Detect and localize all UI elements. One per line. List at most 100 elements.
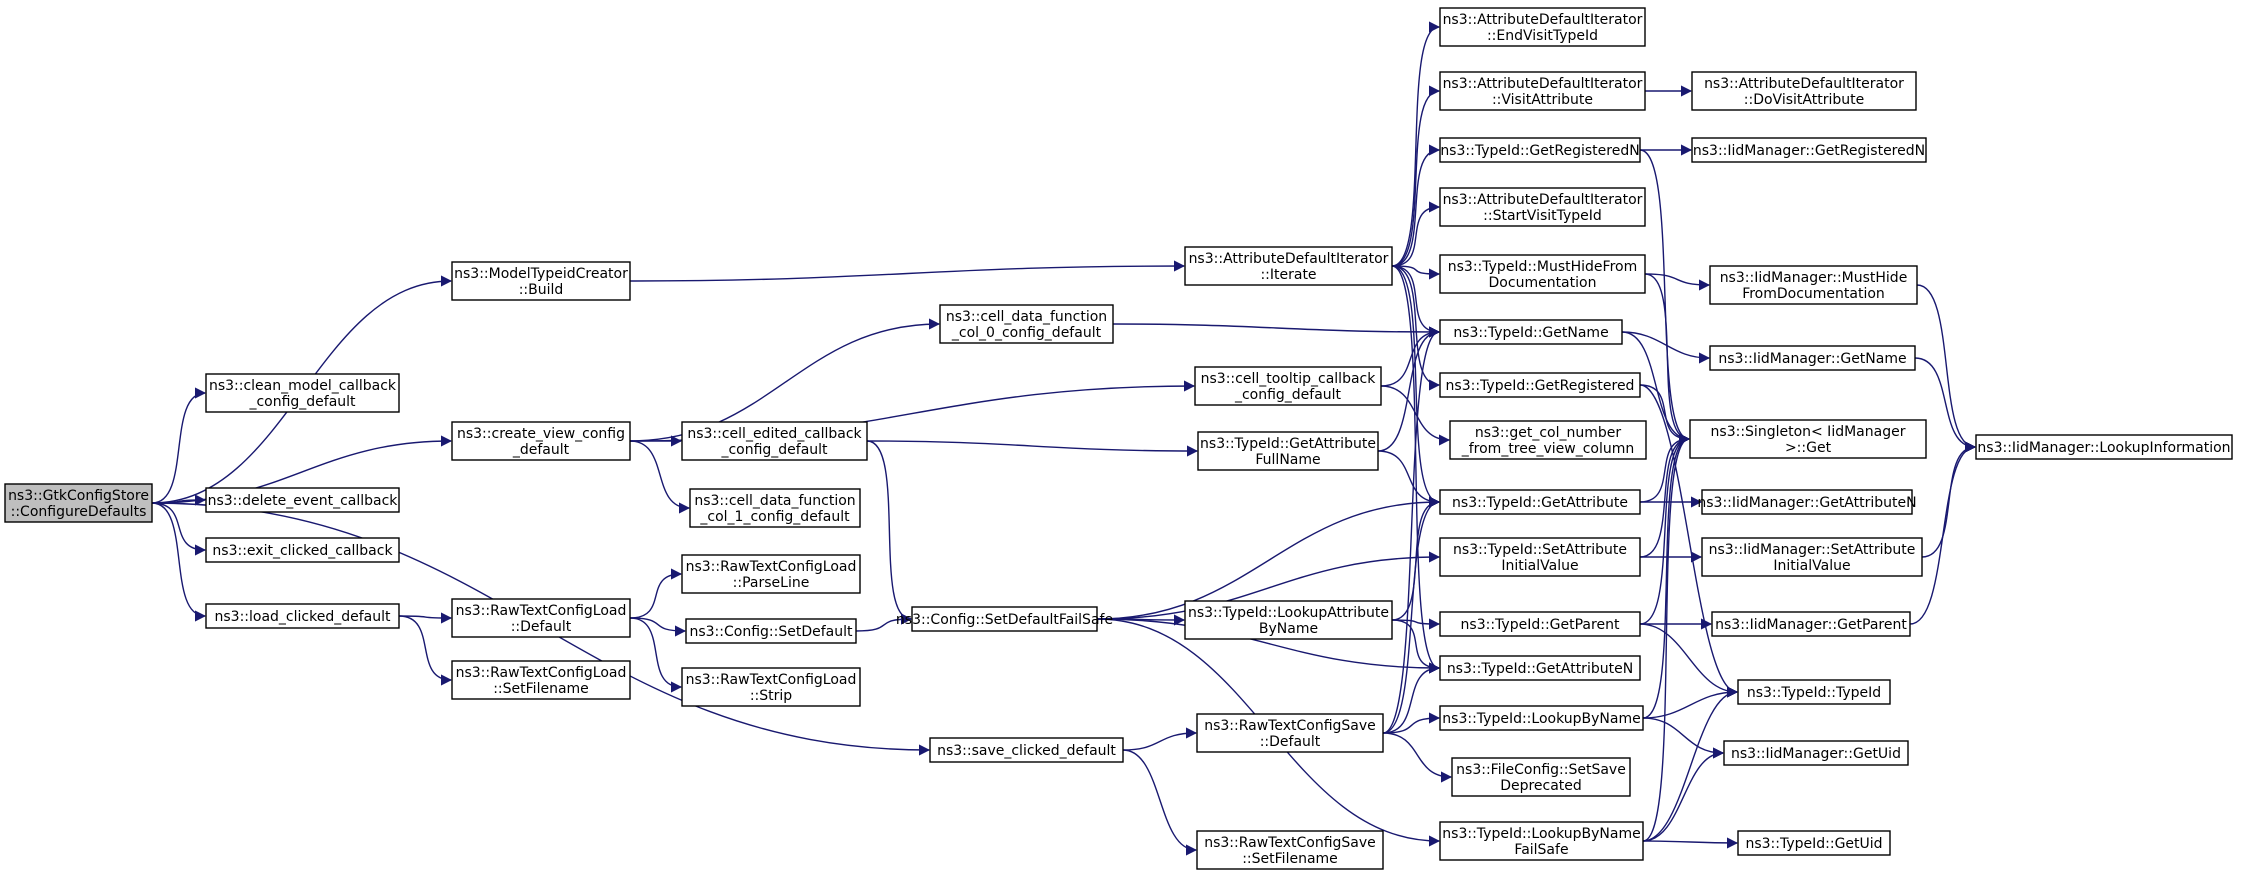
edge-tid_laban-to-tid_gattrn	[1391, 619, 1441, 674]
node-box	[1975, 434, 2233, 460]
node-label: ns3::RawTextConfigLoad	[686, 672, 857, 688]
node-label: ns3::IidManager::MustHide	[1720, 270, 1908, 286]
node-iid_mhfd[interactable]: ns3::IidManager::MustHideFromDocumentati…	[1709, 265, 1918, 305]
node-rtcs_def[interactable]: ns3::RawTextConfigSave::Default	[1196, 713, 1384, 753]
node-tid_tid[interactable]: ns3::TypeId::TypeId	[1737, 679, 1891, 705]
node-tid_greg[interactable]: ns3::TypeId::GetRegistered	[1439, 372, 1641, 398]
node-label: ns3::TypeId::GetParent	[1461, 617, 1620, 633]
node-adi_va[interactable]: ns3::AttributeDefaultIterator::VisitAttr…	[1439, 71, 1646, 111]
node-mtc[interactable]: ns3::ModelTypeidCreator::Build	[451, 261, 631, 301]
node-rtcs_sfn[interactable]: ns3::RawTextConfigSave::SetFilename	[1196, 830, 1384, 870]
edge-tid_gparent-to-tid_tid	[1639, 623, 1739, 698]
edge-tid_greg-to-singleton	[1639, 384, 1691, 445]
node-label: ns3::Config::SetDefaultFailSafe	[896, 612, 1113, 628]
node-label: FullName	[1255, 452, 1320, 468]
node-label: ns3::RawTextConfigLoad	[456, 603, 627, 619]
node-box	[1451, 757, 1631, 797]
node-adi_evt[interactable]: ns3::AttributeDefaultIterator::EndVisitT…	[1439, 7, 1646, 47]
node-label: InitialValue	[1501, 558, 1578, 574]
node-rtcl_strip[interactable]: ns3::RawTextConfigLoad::Strip	[681, 667, 861, 707]
edge-cecb-to-tid_gafn	[866, 440, 1199, 457]
edge-adi_iter-to-tid_gattr	[1391, 265, 1441, 508]
node-rtcl_sfn[interactable]: ns3::RawTextConfigLoad::SetFilename	[451, 660, 631, 700]
edge-cfg_sdfs-to-tid_saiv	[1096, 551, 1441, 620]
node-rtcl_pl[interactable]: ns3::RawTextConfigLoad::ParseLine	[681, 554, 861, 594]
node-label: ns3::exit_clicked_callback	[212, 543, 393, 559]
node-cfg_sd[interactable]: ns3::Config::SetDefault	[685, 618, 857, 644]
node-savec[interactable]: ns3::save_clicked_default	[929, 737, 1124, 763]
node-gcn[interactable]: ns3::get_col_number_from_tree_view_colum…	[1449, 420, 1647, 460]
node-iid_gparent[interactable]: ns3::IidManager::GetParent	[1711, 611, 1911, 637]
node-box	[1197, 431, 1379, 471]
node-iid_grn[interactable]: ns3::IidManager::GetRegisteredN	[1691, 137, 1927, 163]
node-label: ns3::TypeId::GetAttribute	[1452, 495, 1628, 511]
edge-mtc-to-adi_iter	[629, 260, 1186, 282]
node-label: ns3::get_col_number	[1475, 425, 1622, 441]
node-tid_gparent[interactable]: ns3::TypeId::GetParent	[1439, 611, 1641, 637]
node-gtk[interactable]: ns3::GtkConfigStore::ConfigureDefaults	[4, 483, 153, 523]
node-iid_guid[interactable]: ns3::IidManager::GetUid	[1723, 740, 1909, 766]
node-box	[1439, 537, 1641, 577]
node-loadc[interactable]: ns3::load_clicked_default	[205, 603, 400, 629]
node-tid_grn[interactable]: ns3::TypeId::GetRegisteredN	[1439, 137, 1641, 163]
node-label: ::DoVisitAttribute	[1744, 92, 1864, 108]
node-box	[1439, 7, 1646, 47]
node-label: ns3::ModelTypeidCreator	[454, 266, 628, 282]
node-label: ns3::cell_data_function	[946, 309, 1107, 325]
node-ctcb[interactable]: ns3::cell_tooltip_callback_config_defaul…	[1194, 366, 1382, 406]
node-label: _col_1_config_default	[699, 509, 850, 525]
node-singleton[interactable]: ns3::Singleton< IidManager >::Get	[1689, 419, 1927, 459]
node-tid_gattr[interactable]: ns3::TypeId::GetAttribute	[1439, 489, 1641, 515]
node-cdf0[interactable]: ns3::cell_data_function_col_0_config_def…	[939, 304, 1114, 344]
edge-rtcl_def-to-rtcl_strip	[629, 617, 683, 693]
node-label: ns3::RawTextConfigSave	[1204, 835, 1376, 851]
node-box	[4, 483, 153, 523]
node-delev[interactable]: ns3::delete_event_callback	[205, 487, 400, 513]
node-cdf1[interactable]: ns3::cell_data_function_col_1_config_def…	[689, 488, 861, 528]
edge-iid_saiv-to-iid_li	[1921, 441, 1977, 558]
node-label: ns3::delete_event_callback	[208, 493, 399, 509]
node-box	[1439, 611, 1641, 637]
node-box	[1737, 679, 1891, 705]
node-box	[205, 603, 400, 629]
node-tid_lbn[interactable]: ns3::TypeId::LookupByName	[1439, 705, 1644, 731]
node-cview[interactable]: ns3::create_view_config_default	[451, 421, 631, 461]
node-box	[1711, 611, 1911, 637]
node-tid_gname[interactable]: ns3::TypeId::GetName	[1439, 319, 1623, 345]
node-adi_dva[interactable]: ns3::AttributeDefaultIterator::DoVisitAt…	[1691, 71, 1917, 111]
edge-tid_mhfd-to-singleton	[1644, 273, 1691, 445]
edge-loadc-to-rtcl_sfn	[398, 615, 453, 686]
node-iid_gname[interactable]: ns3::IidManager::GetName	[1709, 345, 1916, 371]
node-adi_iter[interactable]: ns3::AttributeDefaultIterator::Iterate	[1184, 246, 1393, 286]
node-box	[681, 421, 868, 461]
node-adi_svt[interactable]: ns3::AttributeDefaultIterator::StartVisi…	[1439, 187, 1646, 227]
node-label: ::StartVisitTypeId	[1483, 208, 1602, 224]
edge-iid_mhfd-to-iid_li	[1916, 284, 1977, 453]
node-exitc[interactable]: ns3::exit_clicked_callback	[205, 537, 400, 563]
node-cecb[interactable]: ns3::cell_edited_callback_config_default	[681, 421, 868, 461]
node-label: Documentation	[1489, 275, 1597, 291]
node-cfg_sdfs[interactable]: ns3::Config::SetDefaultFailSafe	[896, 606, 1113, 632]
edge-tid_gname-to-iid_gname	[1621, 331, 1711, 364]
node-iid_gattrn[interactable]: ns3::IidManager::GetAttributeN	[1697, 489, 1917, 515]
node-label: _config_default	[720, 442, 828, 458]
node-iid_li[interactable]: ns3::IidManager::LookupInformation	[1975, 434, 2233, 460]
node-label: ns3::IidManager::GetParent	[1715, 617, 1907, 633]
node-label: ns3::IidManager::GetAttributeN	[1697, 495, 1916, 511]
node-tid_guid[interactable]: ns3::TypeId::GetUid	[1737, 830, 1891, 856]
node-tid_gattrn[interactable]: ns3::TypeId::GetAttributeN	[1439, 655, 1641, 681]
node-label: ns3::RawTextConfigLoad	[686, 559, 857, 575]
node-label: ::Default	[511, 619, 572, 635]
node-box	[1196, 713, 1384, 753]
node-clean[interactable]: ns3::clean_model_callback_config_default	[205, 373, 400, 413]
node-rtcl_def[interactable]: ns3::RawTextConfigLoad::Default	[451, 598, 631, 638]
node-iid_saiv[interactable]: ns3::IidManager::SetAttributeInitialValu…	[1701, 537, 1923, 577]
edge-loadc-to-rtcl_def	[398, 612, 453, 624]
node-box	[1196, 830, 1384, 870]
